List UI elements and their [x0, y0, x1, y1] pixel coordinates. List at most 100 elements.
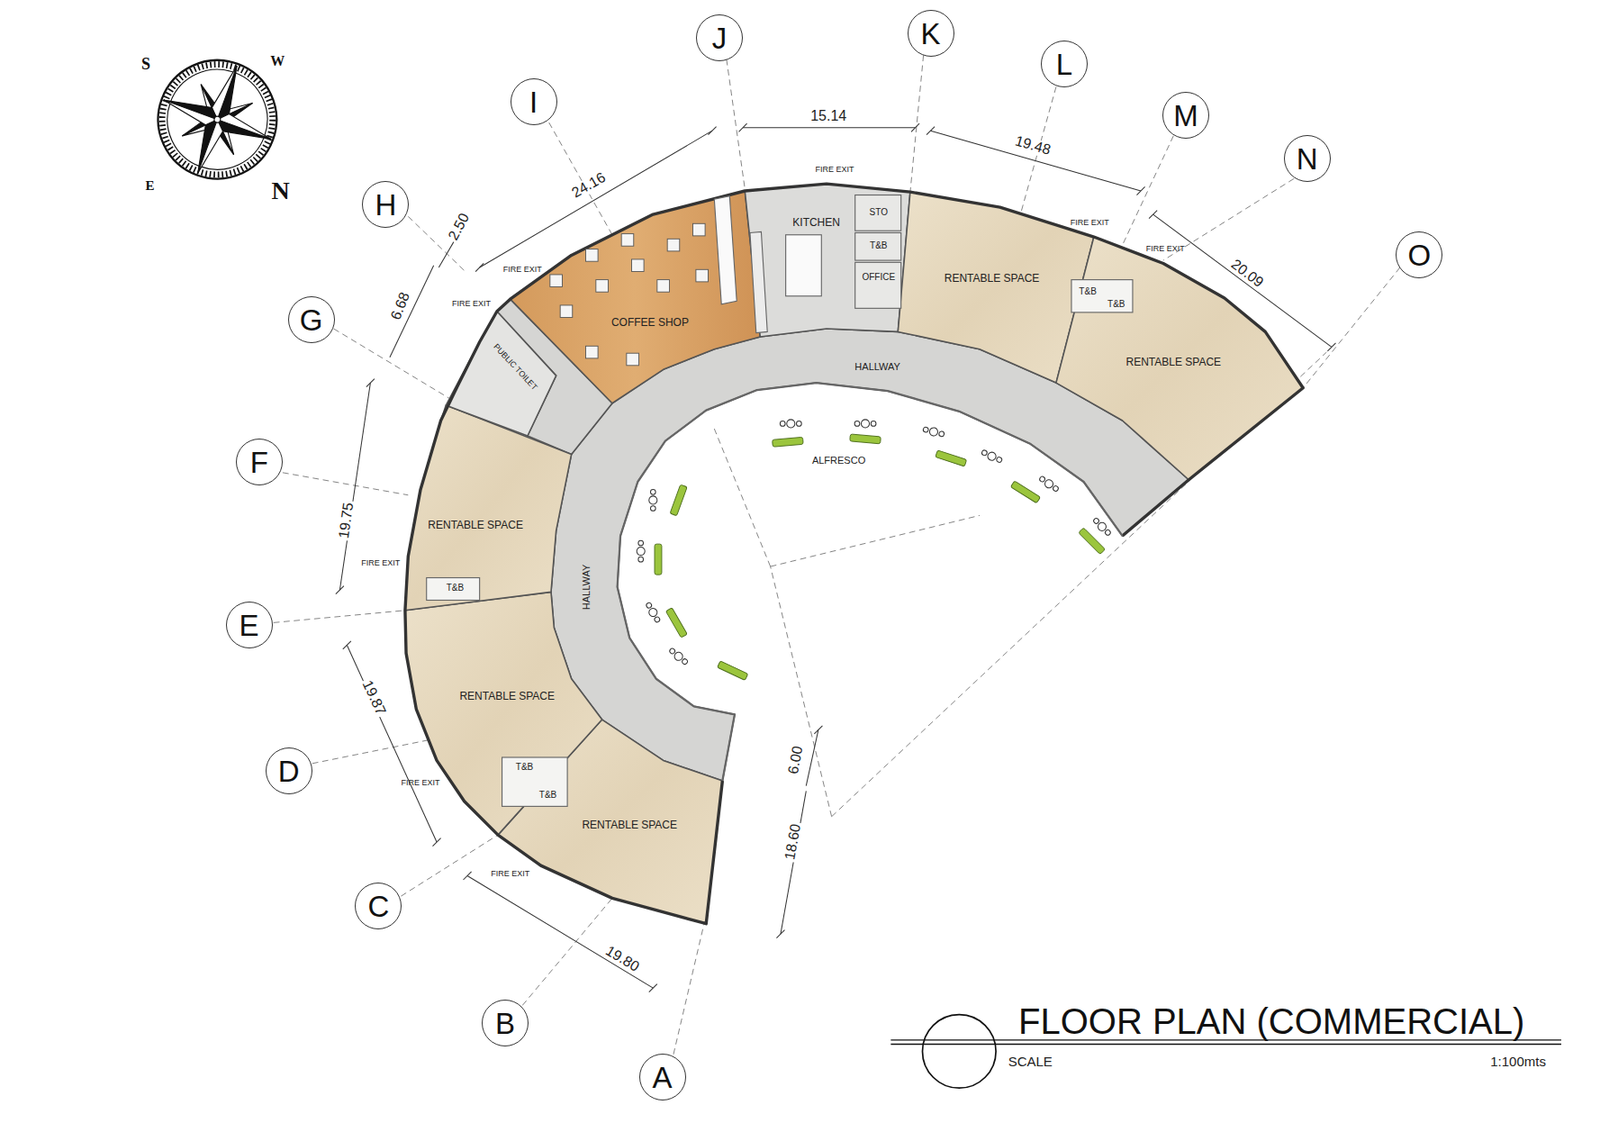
plan-rect [855, 262, 902, 308]
plan-line [1302, 267, 1401, 389]
grid-letter: B [495, 1007, 516, 1038]
plan-polygon [750, 231, 768, 333]
plan-rect [935, 450, 968, 467]
dimension: 19.87 [358, 677, 389, 720]
plan-circle [636, 547, 645, 556]
grid-letter: K [921, 18, 941, 49]
plan-circle [922, 1014, 996, 1089]
plan-g [668, 646, 690, 667]
grid-letter: N [1296, 143, 1319, 173]
grid-letter: O [1408, 240, 1432, 271]
plan-circle [650, 489, 656, 496]
grid-letter: J [712, 22, 728, 53]
plan-circle [1093, 516, 1101, 525]
plan-line [890, 1043, 1562, 1045]
grid-letter: M [1173, 100, 1199, 131]
grid-bubble: M [1162, 91, 1210, 139]
leader-lines [273, 54, 1401, 1054]
plan-rect [855, 232, 902, 261]
plan-line [1122, 135, 1175, 245]
room-label: FIRE EXIT [400, 779, 440, 788]
dimension: 19.80 [601, 942, 643, 977]
room-label: FIRE EXIT [503, 266, 543, 275]
plan-line [673, 923, 705, 1055]
plan-rect [1078, 527, 1106, 555]
plan-rect [502, 757, 569, 806]
plan-line [805, 729, 819, 786]
grid-bubble: K [907, 9, 955, 57]
plan-rect [1071, 280, 1133, 313]
grid-letter: C [368, 891, 390, 922]
plan-circle [1103, 528, 1112, 536]
compass-rose [141, 43, 293, 195]
plan-circle [854, 421, 860, 427]
room-label: FIRE EXIT [1146, 244, 1185, 254]
plan-rect [654, 543, 662, 575]
plan-title: FLOOR PLAN (COMMERCIAL) [1018, 1002, 1525, 1040]
dimension: 19.75 [336, 499, 358, 542]
dimension: 18.60 [781, 821, 804, 863]
grid-bubble: E [225, 601, 273, 649]
plan-polygon [714, 196, 737, 305]
grid-letter: H [374, 189, 397, 219]
plan-g [160, 90, 221, 128]
grid-letter: D [278, 755, 300, 786]
plan-line [312, 740, 429, 764]
grid-letter: L [1056, 49, 1073, 80]
plan-circle [1039, 475, 1047, 483]
plan-circle [213, 115, 222, 124]
plan-g [643, 600, 662, 624]
grid-bubble: G [288, 296, 335, 344]
plan-line [742, 126, 916, 128]
grid-bubble: B [481, 999, 529, 1047]
dimension: 6.68 [388, 289, 415, 325]
plan-circle [647, 606, 659, 618]
room-label: T&B [539, 790, 557, 801]
room-label: ALFRESCO [810, 455, 868, 467]
plan-circle [653, 615, 661, 624]
compass-letter: W [270, 54, 285, 70]
room-label: FIRE EXIT [490, 870, 530, 879]
plan-rect [626, 352, 640, 366]
plan-line [726, 59, 745, 190]
grid-bubble: N [1283, 135, 1331, 182]
plan-circle [146, 48, 289, 190]
plan-rect [696, 269, 709, 282]
compass-letter: N [271, 177, 290, 204]
room-label: RENTABLE SPACE [944, 272, 1040, 285]
plan-circle [786, 419, 796, 428]
plan-circle [860, 419, 869, 428]
plan-line [522, 897, 613, 1005]
room-label: FIRE EXIT [1070, 218, 1110, 227]
plan-rect [1010, 480, 1040, 504]
plan-line [273, 610, 406, 624]
fixtures [426, 195, 1133, 807]
room-label: FIRE EXIT [815, 166, 855, 175]
plan-rect [669, 484, 688, 516]
room-label: HALLWAY [581, 563, 593, 610]
plan-circle [141, 43, 293, 195]
grid-letter: F [250, 447, 269, 478]
grid-bubble: I [510, 78, 558, 126]
plan-polygon [198, 119, 226, 177]
grid-letter: E [239, 609, 260, 640]
plan-rect [621, 234, 634, 247]
plan-circle [922, 426, 930, 434]
room-label: STO [869, 207, 888, 217]
plan-circle [928, 426, 939, 437]
room-label: RENTABLE SPACE [581, 818, 678, 831]
grid-letter: A [651, 1061, 672, 1092]
room-label: RENTABLE SPACE [427, 518, 524, 531]
rentable-room [405, 591, 603, 835]
plan-g [189, 116, 226, 177]
plan-circle [638, 540, 644, 546]
room-label: RENTABLE SPACE [1125, 356, 1221, 369]
plan-g [922, 424, 945, 439]
grid-bubble: O [1395, 231, 1443, 279]
plan-g [636, 540, 645, 562]
grid-bubble: F [235, 438, 283, 486]
dimension: 24.16 [568, 169, 611, 203]
grid-bubble: C [354, 882, 402, 930]
grid-letter: G [299, 304, 324, 335]
